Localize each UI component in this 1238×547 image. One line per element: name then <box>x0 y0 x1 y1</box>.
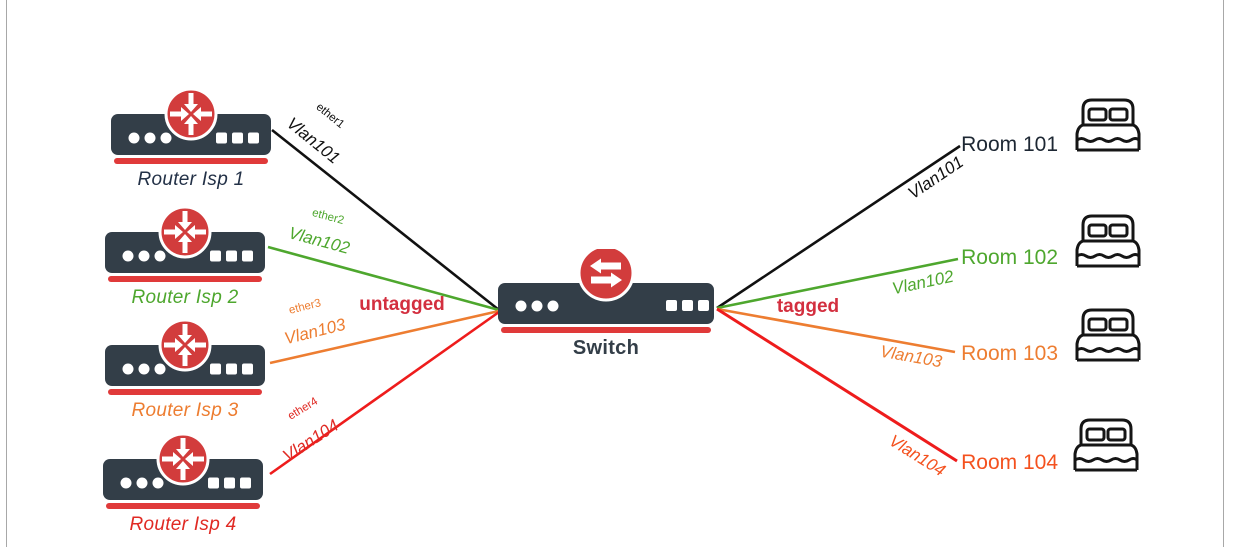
ether2-label: ether2 <box>310 206 346 228</box>
router-isp-1: Router Isp 1 <box>106 88 276 191</box>
page-border-right <box>1223 0 1224 547</box>
vlan102-left-label: Vlan102 <box>286 223 352 258</box>
link-router1-switch <box>271 128 500 312</box>
room-104-label: Room 104 <box>961 451 1058 474</box>
switch-label: Switch <box>572 337 640 359</box>
room-103-label: Room 103 <box>961 342 1058 365</box>
room-101-label: Room 101 <box>961 133 1058 156</box>
router-arrows-icon <box>103 433 263 509</box>
router-label: Router Isp 2 <box>131 287 239 308</box>
router-arrows-icon <box>105 319 265 395</box>
bed-icon <box>1075 214 1141 268</box>
router-isp-4: Router Isp 4 <box>98 433 268 536</box>
router-label: Router Isp 4 <box>129 514 237 535</box>
ether3-label: ether3 <box>287 297 323 317</box>
untagged-label: untagged <box>359 294 445 315</box>
router-isp-3: Router Isp 3 <box>100 319 270 422</box>
page-border-left <box>6 0 7 547</box>
router-arrows-icon <box>105 206 265 282</box>
vlan101-right-label: Vlan101 <box>904 152 967 203</box>
tagged-label: tagged <box>776 296 840 317</box>
bed-icon <box>1075 98 1141 152</box>
ether1-label: ether1 <box>313 101 347 131</box>
router-label: Router Isp 1 <box>137 169 245 190</box>
router-label: Router Isp 3 <box>131 400 239 421</box>
bed-icon <box>1073 418 1139 472</box>
vlan104-left-label: Vlan104 <box>279 415 343 466</box>
room-102-label: Room 102 <box>961 246 1058 269</box>
switch-arrows-icon <box>498 249 714 333</box>
vlan102-right-label: Vlan102 <box>890 266 956 299</box>
vlan103-left-label: Vlan103 <box>282 314 348 349</box>
bed-icon <box>1075 308 1141 362</box>
router-arrows-icon <box>111 88 271 164</box>
ether4-label: ether4 <box>285 395 321 423</box>
router-isp-2: Router Isp 2 <box>100 206 270 309</box>
link-switch-room104 <box>716 307 958 463</box>
switch-device: Switch <box>491 249 721 360</box>
